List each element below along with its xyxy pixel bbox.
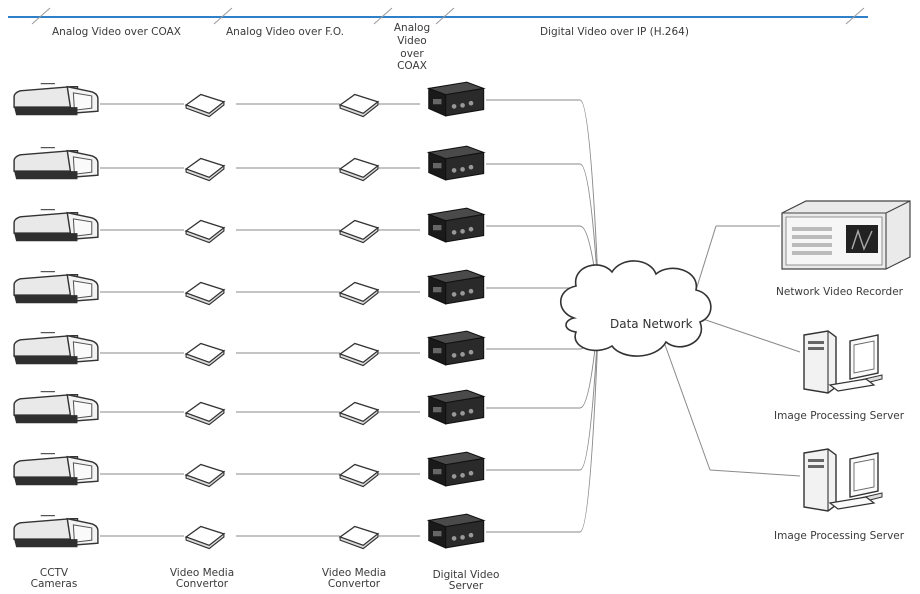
- ip-link-recorder: [695, 225, 717, 291]
- cctv-camera-icon: [13, 146, 99, 181]
- header-divider: [213, 7, 233, 25]
- digital-video-server-label: Digital Video Server: [418, 569, 514, 593]
- label-line: Video Media: [169, 567, 235, 579]
- label-line: Convertor: [175, 578, 229, 591]
- header-divider: [31, 7, 51, 25]
- image-processing-server-label-2: Image Processing Server: [774, 530, 905, 542]
- ip-link-to-cloud: [579, 99, 599, 282]
- video-media-convertor-label: Video Media Convertor: [154, 567, 250, 591]
- ip-link-to-cloud: [579, 326, 599, 471]
- label-line: Digital Video: [432, 569, 500, 581]
- cctv-camera-icon: [13, 270, 99, 305]
- digital-video-server-icon: [428, 451, 485, 487]
- video-media-convertor-icon: [185, 93, 225, 118]
- header-line: Analog: [393, 22, 431, 34]
- video-media-convertor-icon: [339, 401, 379, 426]
- digital-video-server-icon: [428, 389, 485, 425]
- cctv-camera-icon: [13, 82, 99, 117]
- digital-video-server-icon: [428, 81, 485, 117]
- header-line: COAX: [397, 60, 427, 73]
- data-network-cloud: [559, 260, 712, 357]
- video-media-convertor-icon: [339, 93, 379, 118]
- header-line: Video: [397, 34, 427, 47]
- video-media-convertor-icon: [339, 342, 379, 367]
- cctv-camera-icon: [13, 331, 99, 366]
- image-processing-server-label: Image Processing Server: [774, 410, 905, 422]
- cctv-camera-icon: [13, 514, 99, 549]
- digital-video-server-icon: [428, 145, 485, 181]
- ip-link-to-cloud: [579, 163, 599, 290]
- header-analog-coax: Analog Video over COAX: [52, 26, 181, 38]
- digital-video-server-icon: [428, 207, 485, 243]
- network-video-recorder-icon: [781, 200, 911, 270]
- digital-video-server-icon: [428, 513, 485, 549]
- header-digital-ip: Digital Video over IP (H.264): [540, 26, 689, 38]
- video-media-convertor-icon: [339, 525, 379, 550]
- label-line: Server: [448, 580, 484, 593]
- cctv-cameras-label: CCTV Cameras: [22, 567, 86, 591]
- ip-link-ips: [699, 317, 801, 353]
- video-media-convertor-icon: [339, 463, 379, 488]
- ip-link-ips: [709, 469, 801, 477]
- video-media-convertor-icon: [185, 157, 225, 182]
- connection-lines: [100, 99, 801, 537]
- cctv-camera-icon: [13, 208, 99, 243]
- video-media-convertor-icon: [185, 342, 225, 367]
- image-processing-server-icon: [803, 448, 883, 512]
- digital-video-server-icon: [428, 269, 485, 305]
- label-line: Convertor: [327, 578, 381, 591]
- label-line: Cameras: [30, 578, 78, 591]
- video-media-convertor-icon: [185, 219, 225, 244]
- ip-link-ips: [663, 341, 711, 471]
- image-processing-server-icon: [803, 330, 883, 394]
- label-line: CCTV: [39, 567, 69, 579]
- video-media-convertor-icon: [185, 281, 225, 306]
- video-media-convertor-icon: [185, 525, 225, 550]
- cctv-camera-icon: [13, 390, 99, 425]
- video-media-convertor-icon: [339, 281, 379, 306]
- label-line: Video Media: [321, 567, 387, 579]
- video-media-convertor-icon: [339, 157, 379, 182]
- header-divider: [373, 7, 393, 25]
- video-media-convertor-icon: [185, 401, 225, 426]
- header-divider: [435, 7, 455, 25]
- header-dividers: [31, 7, 865, 25]
- cctv-camera-icon: [13, 452, 99, 487]
- device-icons: [13, 81, 485, 550]
- data-network-label: Data Network: [610, 317, 693, 331]
- header-analog-fo: Analog Video over F.O.: [226, 26, 344, 38]
- header-divider: [845, 7, 865, 25]
- header-analog-coax-2: Analog Video over COAX: [380, 22, 444, 73]
- video-media-convertor-label-2: Video Media Convertor: [306, 567, 402, 591]
- network-video-recorder-label: Network Video Recorder: [776, 286, 903, 298]
- video-media-convertor-icon: [339, 219, 379, 244]
- ip-link-to-cloud: [579, 333, 599, 533]
- digital-video-server-icon: [428, 330, 485, 366]
- video-media-convertor-icon: [185, 463, 225, 488]
- header-line: over: [400, 47, 424, 60]
